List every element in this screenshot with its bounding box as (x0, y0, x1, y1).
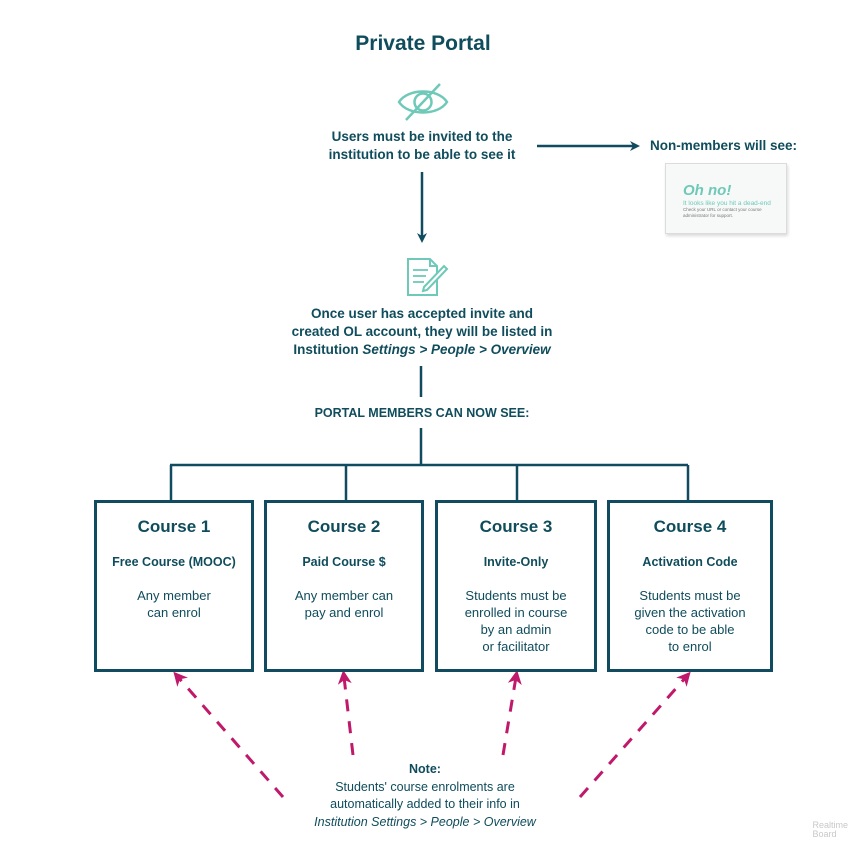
step2-line3-path: Settings > People > Overview (362, 342, 551, 357)
course-card-3: Course 3 Invite-Only Students must be en… (435, 500, 597, 672)
preview-body-1: Check your URL or contact your course (683, 207, 762, 212)
step2-line1: Once user has accepted invite and (310, 306, 534, 321)
course-type: Invite-Only (483, 555, 549, 569)
preview-subheading: It looks like you hit a dead-end (683, 200, 771, 207)
dead-end-preview: Oh no! It looks like you hit a dead-end … (665, 163, 787, 234)
course-title: Course 4 (653, 517, 727, 536)
step2-line2: created OL account, they will be listed … (291, 324, 553, 339)
course-description: Any member can enrol (97, 587, 251, 621)
dashed-arrow-2 (337, 670, 355, 756)
course-description: Students must be given the activation co… (610, 587, 770, 655)
course-type: Paid Course $ (302, 555, 386, 569)
course-desc-line: pay and enrol (304, 605, 384, 620)
dashed-arrow-3 (501, 670, 522, 756)
course-description: Students must be enrolled in course by a… (438, 587, 594, 655)
course-desc-line: given the activation (634, 605, 746, 620)
members-heading: PORTAL MEMBERS CAN NOW SEE: (314, 406, 530, 420)
course-desc-line: enrolled in course (464, 605, 568, 620)
course-card-4: Course 4 Activation Code Students must b… (607, 500, 773, 672)
course-title: Course 3 (479, 517, 553, 536)
course-desc-line: by an admin (480, 622, 552, 637)
step2-text: Once user has accepted invite and create… (270, 305, 574, 359)
course-desc-line: code to be able (645, 622, 735, 637)
watermark-line2: Board (812, 829, 837, 839)
step1-line2: institution to be able to see it (328, 147, 516, 162)
note-label: Note: (409, 762, 441, 776)
preview-heading: Oh no! (683, 182, 732, 199)
dashed-arrow-4 (578, 671, 691, 798)
course-description: Any member can pay and enrol (267, 587, 421, 621)
course-card-1: Course 1 Free Course (MOOC) Any member c… (94, 500, 254, 672)
document-edit-icon (407, 258, 449, 296)
step1-line1: Users must be invited to the (331, 129, 513, 144)
course-desc-line: Any member can (294, 588, 394, 603)
watermark-line1: Realtime (812, 820, 848, 830)
course-desc-line: to enrol (668, 639, 712, 654)
page-title: Private Portal (355, 32, 491, 55)
course-type: Free Course (MOOC) (112, 555, 236, 569)
course-title: Course 1 (137, 517, 211, 536)
watermark: Realtime Board (812, 821, 848, 839)
course-desc-line: Students must be (465, 588, 567, 603)
step2-line3-prefix: Institution (293, 342, 363, 357)
note-line1: Students' course enrolments are (335, 779, 515, 794)
note-line2: automatically added to their info in (330, 797, 520, 811)
preview-body-2: administrator for support. (683, 213, 734, 218)
course-desc-line: can enrol (147, 605, 201, 620)
course-desc-line: Students must be (639, 588, 741, 603)
nonmembers-label: Non-members will see: (650, 138, 798, 153)
course-title: Course 2 (307, 517, 381, 536)
course-card-2: Course 2 Paid Course $ Any member can pa… (264, 500, 424, 672)
note-line3: Institution Settings > People > Overview (250, 814, 600, 832)
course-desc-line: Any member (137, 588, 211, 603)
eye-slash-icon (397, 83, 449, 121)
step2-line3: Institution Settings > People > Overview (270, 341, 574, 359)
note-line3-path: Institution Settings > People > Overview (314, 814, 536, 829)
step1-text: Users must be invited to the institution… (300, 128, 544, 164)
note: Note: Students' course enrolments are au… (250, 761, 600, 831)
dashed-arrow-1 (173, 671, 285, 798)
course-type: Activation Code (642, 555, 738, 569)
course-desc-line: or facilitator (482, 639, 550, 654)
